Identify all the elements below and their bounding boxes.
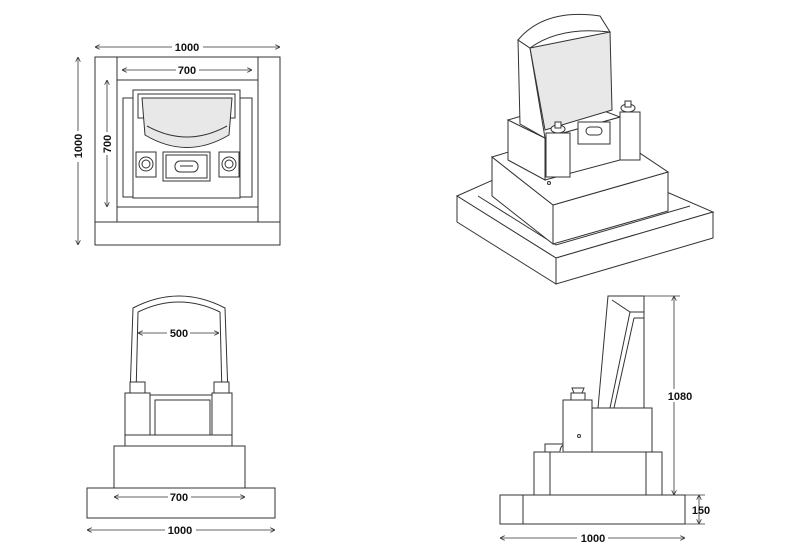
front-headstone-width-label: 500 [170, 328, 188, 340]
side-view: 1080 150 1000 [499, 295, 710, 545]
top-width-outer-label: 1000 [175, 42, 199, 54]
front-view: 500 700 1000 [86, 295, 276, 537]
top-width-inner-label: 700 [178, 65, 196, 77]
top-depth-outer-label: 1000 [73, 134, 85, 158]
side-base-width-label: 1000 [581, 533, 605, 545]
front-middle-width-label: 700 [170, 492, 188, 504]
isometric-view [455, 13, 715, 285]
front-base-width-label: 1000 [168, 525, 192, 537]
top-view: 1000 700 1000 700 [71, 40, 281, 246]
side-total-height-label: 1080 [668, 391, 692, 403]
side-base-height-label: 150 [692, 505, 710, 517]
top-depth-inner-label: 700 [102, 135, 114, 153]
